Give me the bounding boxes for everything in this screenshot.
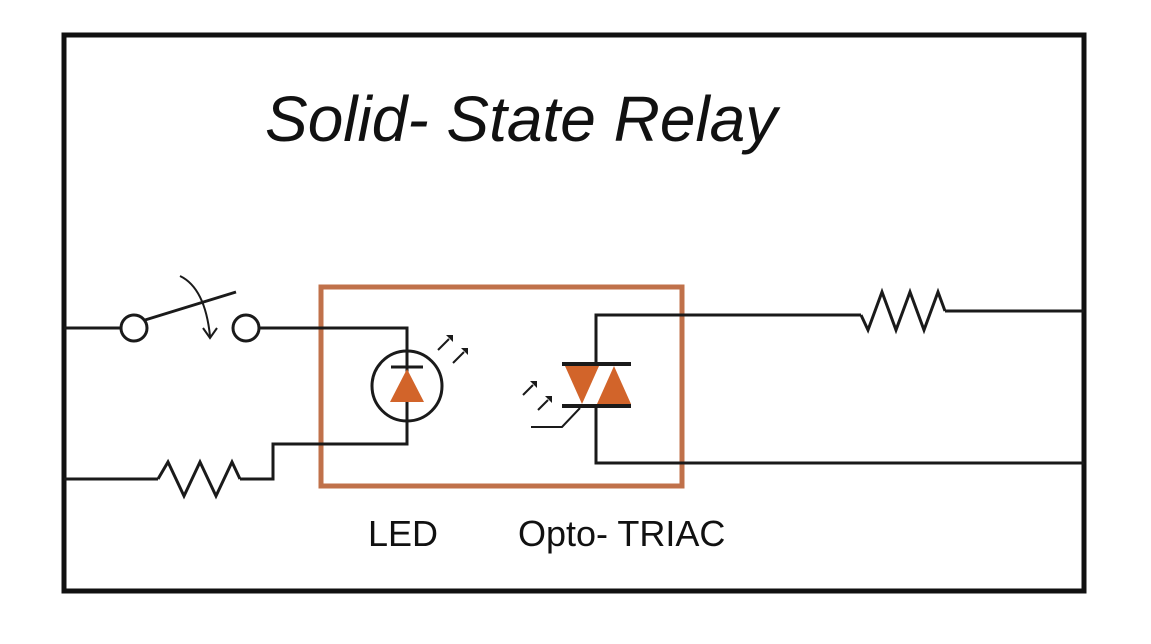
triac-triangle-down bbox=[565, 366, 599, 404]
input-resistor bbox=[156, 458, 242, 500]
switch-left-contact bbox=[119, 313, 149, 343]
switch-to-led-wire bbox=[259, 326, 409, 351]
output-wire-bottom bbox=[594, 406, 1084, 465]
diagram-title: Solid- State Relay bbox=[265, 83, 781, 155]
led-triangle bbox=[390, 369, 424, 402]
triac-triangle-up bbox=[597, 366, 631, 404]
led-label: LED bbox=[368, 513, 438, 554]
led-symbol bbox=[370, 349, 444, 423]
switch-right-contact bbox=[231, 313, 261, 343]
opto-triac-label: Opto- TRIAC bbox=[518, 513, 725, 554]
led-return-wire bbox=[240, 421, 409, 481]
switch-lever bbox=[144, 290, 237, 322]
triac-gate-lead bbox=[531, 407, 581, 428]
outer-frame bbox=[61, 32, 1087, 594]
optocoupler-package bbox=[318, 284, 685, 489]
triac-top-lead bbox=[594, 313, 861, 364]
opto-triac-symbol bbox=[531, 362, 631, 428]
led-emission-arrows bbox=[437, 335, 468, 364]
switch-action-arrowhead bbox=[202, 327, 218, 340]
switch-symbol bbox=[119, 275, 261, 343]
triac-light-arrows bbox=[522, 381, 552, 411]
switch-action-arrow bbox=[179, 275, 211, 337]
output-resistor bbox=[859, 287, 947, 335]
